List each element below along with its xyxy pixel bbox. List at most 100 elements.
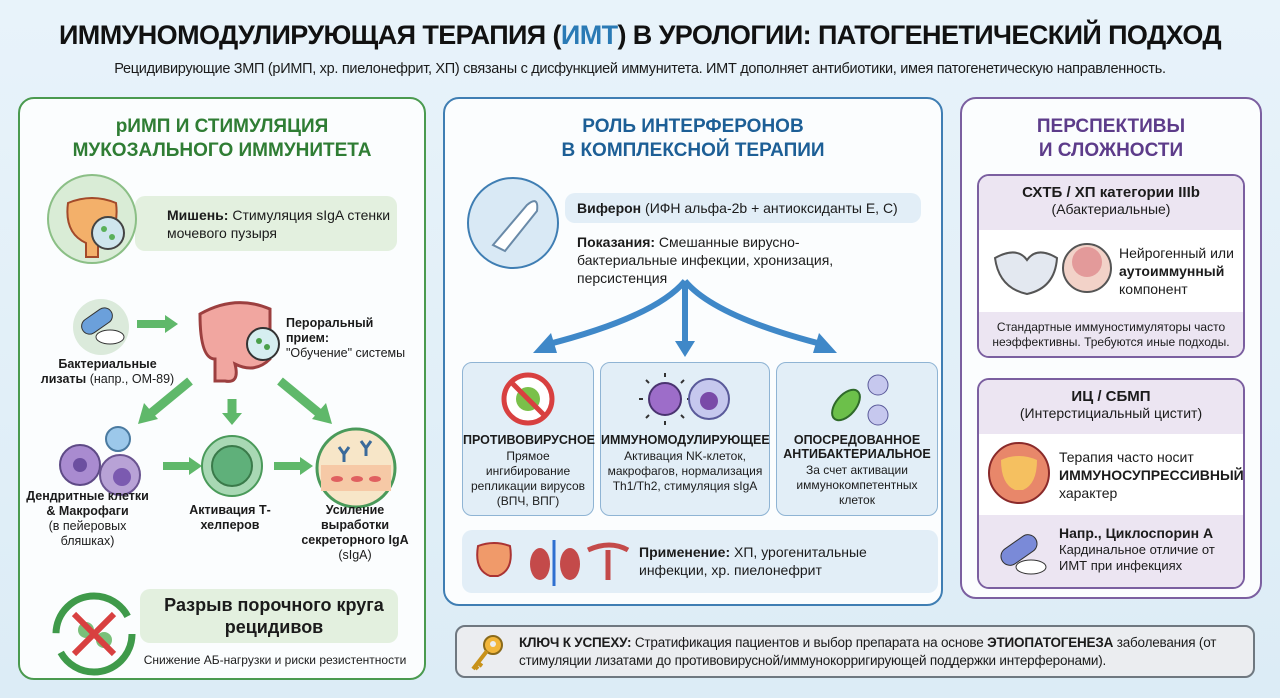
card-title: ИЦ / СБМП [1071,388,1151,405]
pill-icon [73,299,129,355]
pill-icon [1000,534,1047,575]
text-bold: аутоиммунный [1119,263,1225,279]
heading-line: МУКОЗАЛЬНОГО ИММУНИТЕТА [72,140,372,161]
key-text-part: Стратификация пациентов и выбор препарат… [631,635,988,650]
effect-title: ИММУНОМОДУЛИРУЮЩЕЕ [601,433,770,447]
key-text: КЛЮЧ К УСПЕХУ: Стратификация пациентов и… [519,634,1249,670]
text: Терапия часто носит [1059,449,1194,465]
target-box: Мишень: Стимуляция sIgA стенки мочевого … [135,196,397,251]
card-subtitle: (Абактериальные) [1051,201,1171,217]
card-ic: ИЦ / СБМП(Интерстициальный цистит) Терап… [977,378,1245,589]
card-title: СХТБ / ХП категории IIIb [1022,184,1200,201]
ic-text: Терапия часто носит ИММУНОСУПРЕССИВНЫЙ х… [1059,448,1244,502]
effect-text: Активация NK-клеток, макрофагов, нормали… [607,449,763,493]
lysates-bold: Бактериальные лизаты [40,357,157,386]
effect-card-antiviral: ПРОТИВОВИРУСНОЕ Прямое ингибирование реп… [462,362,596,516]
ind-bold: Показания: [577,234,656,250]
arrow-right-icon [137,315,178,333]
bacteria-cells-icon [831,374,889,426]
card-subtitle: (Интерстициальный цистит) [1019,405,1203,421]
branch-arrows [533,279,837,357]
effect-title: ОПОСРЕДОВАННОЕ АНТИБАКТЕРИАЛЬНОЕ [783,433,931,461]
viferon-box: Виферон (ИФН альфа-2b + антиоксиданты Е,… [565,193,921,223]
app-text: ХП, урогенитальные инфекции, хр. пиелоне… [639,544,867,578]
iga-rest: (sIgA) [338,548,372,562]
card-footer: Стандартные иммуностимуляторы часто неэф… [979,312,1243,356]
card-cpps: СХТБ / ХП категории IIIb(Абактериальные)… [977,174,1245,358]
application-text: Применение: ХП, урогенитальные инфекции,… [639,543,929,579]
key-text-part: заболевания (от стимуляции лизатами до п… [519,635,1217,668]
arrow-right-icon [163,457,202,475]
effect-title: ПРОТИВОВИРУСНОЕ [463,433,596,447]
organs-icon [476,540,630,586]
effect-card-antibacterial: ОПОСРЕДОВАННОЕ АНТИБАКТЕРИАЛЬНОЕ За счет… [776,362,938,516]
dc-bold: Дендритные клетки & Макрофаги [26,489,149,518]
heading-line: РОЛЬ ИНТЕРФЕРОНОВ [582,116,804,137]
break-cycle-subtitle: Снижение АБ-нагрузки и риски резистентно… [143,653,407,667]
left-heading: рИМП И СТИМУЛЯЦИЯ МУКОЗАЛЬНОГО ИММУНИТЕТА [20,115,424,163]
arrow-right-icon [274,457,313,475]
heading-line: ПЕРСПЕКТИВЫ [1036,116,1186,137]
siga-mucosa-icon [315,427,397,509]
oral-text: "Обучение" системы [286,346,406,360]
dendritic-label: Дендритные клетки & Макрофаги(в пейеровы… [25,489,150,549]
dendritic-cells-icon [59,426,141,496]
break-cycle-box: Разрыв порочного круга рецидивов [140,589,398,643]
text-bold: ИММУНОСУПРЕССИВНЫЙ [1059,467,1244,483]
heading-line: В КОМПЛЕКСНОЙ ТЕРАПИИ [561,140,825,161]
key-icon [471,635,503,671]
no-virus-icon [501,372,555,426]
card-header: ИЦ / СБМП(Интерстициальный цистит) [979,380,1243,434]
key-bold: КЛЮЧ К УСПЕХУ: [519,635,632,650]
cpps-text: Нейрогенный или аутоиммунный компонент [1119,244,1243,298]
heading-line: И СЛОЖНОСТИ [1038,140,1184,161]
target-label: Мишень: [167,207,229,223]
heading-line: рИМП И СТИМУЛЯЦИЯ [115,116,329,137]
ind-text: Смешанные вирусно-бактериальные инфекции… [577,234,834,286]
title-text: ) В УРОЛОГИИ: ПАТОГЕНЕТИЧЕСКИЙ ПОДХОД [617,20,1222,50]
middle-panel: РОЛЬ ИНТЕРФЕРОНОВ В КОМПЛЕКСНОЙ ТЕРАПИИ В… [443,97,943,606]
inflamed-bladder-icon [988,442,1050,504]
page-title: ИММУНОМОДУЛИРУЮЩАЯ ТЕРАПИЯ (ИМТ) В УРОЛО… [0,20,1280,51]
effect-card-immunomodulating: ИММУНОМОДУЛИРУЮЩЕЕ Активация NK-клеток, … [600,362,770,516]
intestine-icon [198,301,280,383]
break-cycle-title: Разрыв порочного круга рецидивов [164,595,384,637]
ex-bold: Напр., Циклоспорин А [1059,525,1214,541]
immune-cells-icon [639,373,730,425]
iga-bold: Усиление выработки секреторного IgA [301,503,409,547]
t-helper-cell-icon [201,435,263,497]
application-box: Применение: ХП, урогенитальные инфекции,… [462,530,938,593]
pelvis-brain-icon [993,243,1112,296]
viferon-text: (ИФН альфа-2b + антиоксиданты Е, С) [641,200,898,216]
left-panel: рИМП И СТИМУЛЯЦИЯ МУКОЗАЛЬНОГО ИММУНИТЕТА… [18,97,426,680]
viferon-bold: Виферон [577,200,642,216]
oral-intake-label: Пероральный прием:"Обучение" системы [286,316,416,361]
text: Нейрогенный или [1119,245,1234,261]
bladder-icon [47,174,137,264]
card-header: СХТБ / ХП категории IIIb(Абактериальные) [979,176,1243,230]
title-text: ИММУНОМОДУЛИРУЮЩАЯ ТЕРАПИЯ ( [59,20,562,50]
title-accent: ИМТ [560,20,618,50]
right-heading: ПЕРСПЕКТИВЫ И СЛОЖНОСТИ [962,115,1260,163]
right-panel: ПЕРСПЕКТИВЫ И СЛОЖНОСТИ СХТБ / ХП категор… [960,97,1262,599]
suppository-icon [467,177,559,269]
page-subtitle: Рецидивирующие ЗМП (рИМП, хр. пиелонефри… [114,61,1166,77]
oral-bold: Пероральный прием: [286,316,374,345]
middle-heading: РОЛЬ ИНТЕРФЕРОНОВ В КОМПЛЕКСНОЙ ТЕРАПИИ [445,115,941,163]
key-to-success-box: КЛЮЧ К УСПЕХУ: Стратификация пациентов и… [455,625,1255,678]
lysates-label: Бактериальные лизаты (напр., ОМ-89) [40,357,175,387]
ex-text: Кардинальное отличие от ИМТ при инфекция… [1059,542,1215,573]
indications-text: Показания: Смешанные вирусно-бактериальн… [577,233,877,287]
th-activation-label: Активация Т-хелперов [189,503,271,532]
target-text: Стимуляция sIgA стенки мочевого пузыря [167,207,391,241]
flow-arrows [138,377,332,425]
siga-label: Усиление выработки секреторного IgA(sIgA… [290,503,420,563]
text: характер [1059,485,1118,501]
app-bold: Применение: [639,544,731,560]
effect-text: Прямое ингибирование репликации вирусов … [470,449,586,508]
text: компонент [1119,281,1188,297]
recycle-cross-icon [52,592,136,676]
key-bold: ЭТИОПАТОГЕНЕЗА [987,635,1114,650]
